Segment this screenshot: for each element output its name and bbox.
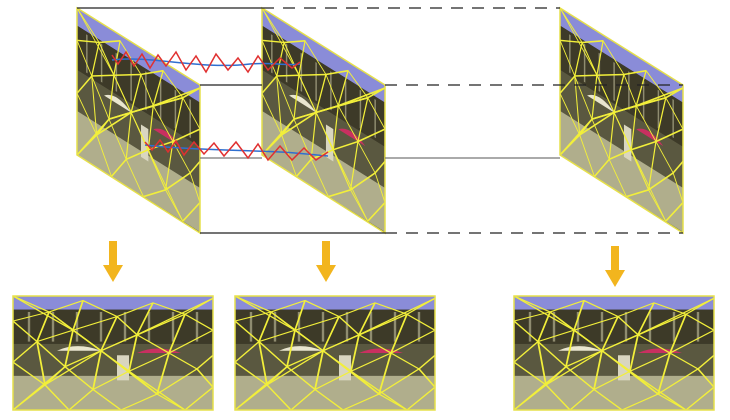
frame-2-flat: [234, 295, 436, 411]
down-arrow-icon: [103, 241, 123, 282]
down-arrow-icon: [605, 246, 625, 287]
frame-1-flat: [12, 295, 214, 411]
frame-3-flat: [513, 295, 715, 411]
frame-connectors: [77, 7, 683, 234]
trajectory-upper: [111, 50, 301, 74]
frame-2-skewed: [261, 6, 386, 235]
down-arrow-icon: [316, 241, 336, 282]
frame-1-skewed: [76, 6, 201, 235]
frame-3-skewed: [559, 6, 684, 235]
trajectory-lower: [144, 138, 329, 162]
